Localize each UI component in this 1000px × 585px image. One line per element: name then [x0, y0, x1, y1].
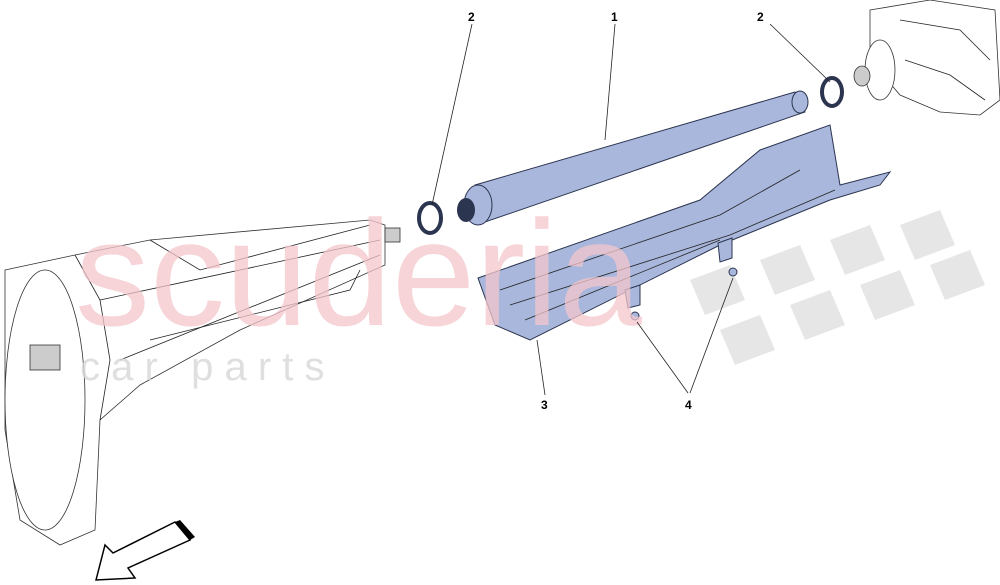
nut-1: [630, 311, 640, 321]
rear-transaxle: [853, 0, 1000, 116]
heat-shield: [477, 124, 892, 341]
leader-lines: [431, 23, 831, 396]
callout-1: 1: [611, 10, 618, 24]
arrow-down-left-icon: [95, 520, 195, 581]
transmission-shaft: [457, 90, 809, 226]
watermark-subtitle: c a r p a r t s: [80, 345, 325, 389]
callout-2-right: 2: [757, 10, 764, 24]
circlip-left: [417, 201, 443, 235]
callout-4: 4: [685, 398, 692, 412]
circlip-right: [820, 76, 844, 108]
watermark-brand: scuderia: [75, 189, 643, 357]
input-shaft-spline: [29, 344, 61, 371]
checkered-flag-watermark: [690, 210, 985, 365]
output-shaft-spline: [384, 227, 401, 243]
callout-3: 3: [541, 398, 548, 412]
callout-2-left: 2: [468, 10, 475, 24]
nut-2: [728, 267, 738, 277]
gearbox-housing: [4, 219, 401, 546]
